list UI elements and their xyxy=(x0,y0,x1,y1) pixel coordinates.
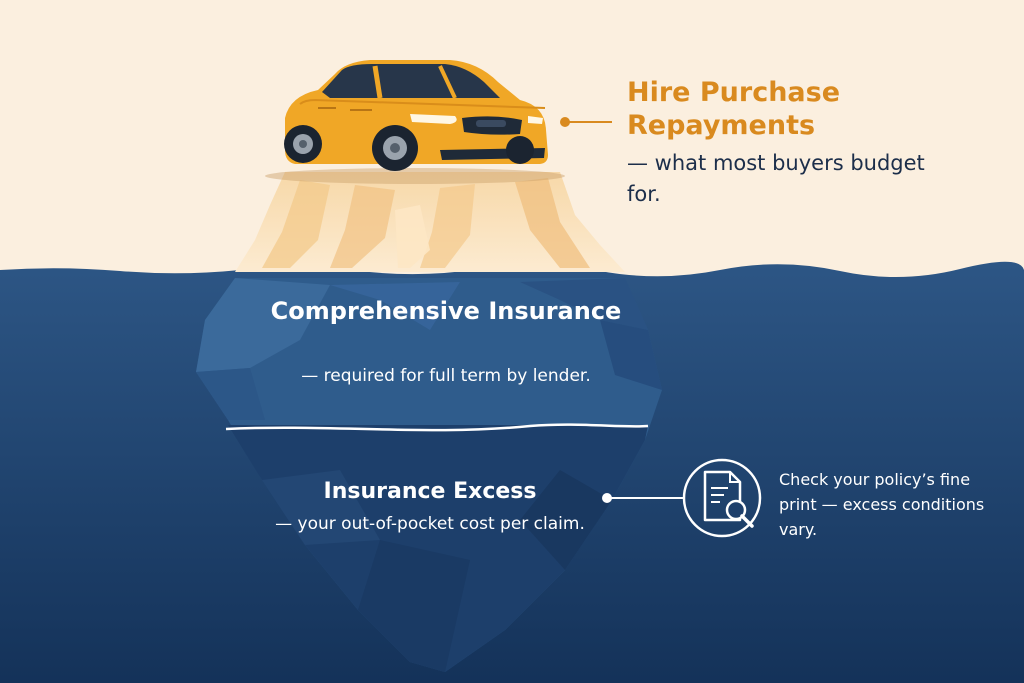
layer-divider xyxy=(225,423,649,432)
document-search-icon xyxy=(682,458,762,538)
iceberg-underwater xyxy=(196,278,662,672)
car-icon xyxy=(265,60,565,184)
hire-purchase-subtitle: — what most buyers budget for. xyxy=(627,151,925,206)
iceberg-tip xyxy=(235,172,625,272)
hire-purchase-title: Hire Purchase Repayments xyxy=(627,77,841,141)
comprehensive-insurance-subtitle: — required for full term by lender. xyxy=(301,366,591,386)
insurance-excess-title: Insurance Excess xyxy=(323,479,537,504)
policy-callout-text: Check your policy’s fine print — excess … xyxy=(779,470,985,539)
comprehensive-insurance-title: Comprehensive Insurance xyxy=(270,297,622,325)
excess-connector xyxy=(602,493,684,503)
insurance-excess-subtitle: — your out-of-pocket cost per claim. xyxy=(275,514,585,534)
hire-purchase-connector xyxy=(560,117,612,127)
